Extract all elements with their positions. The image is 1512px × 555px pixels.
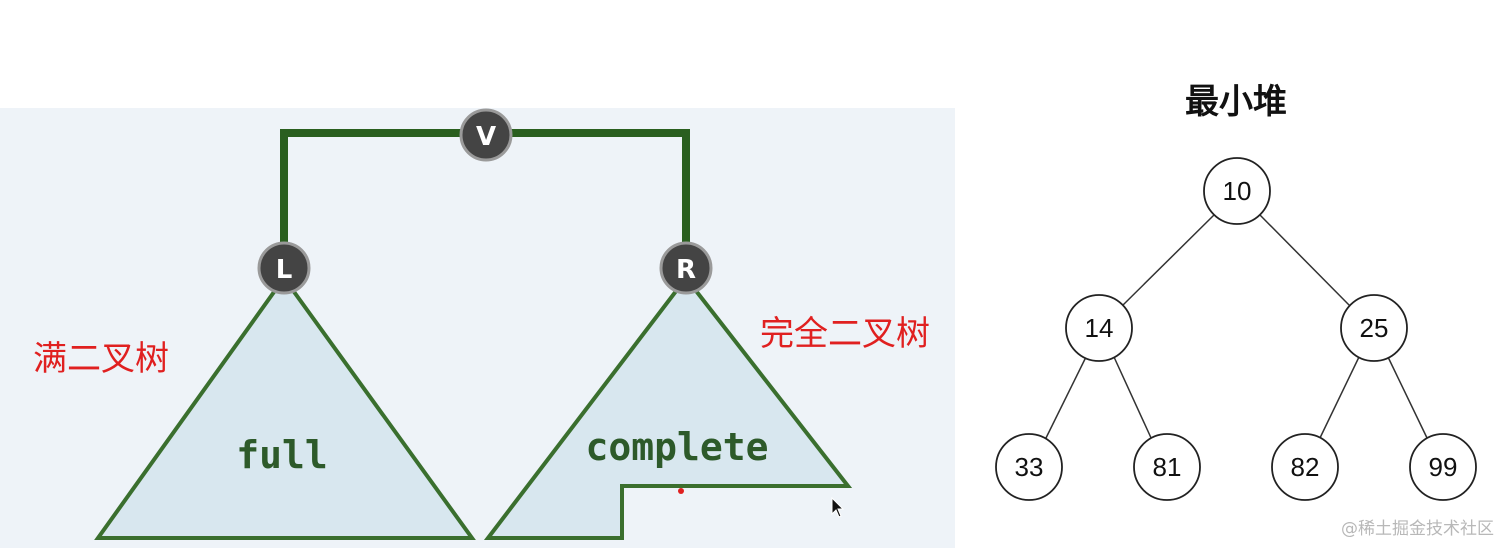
svg-text:33: 33 xyxy=(1015,452,1044,482)
watermark: @稀土掘金技术社区 xyxy=(1341,519,1494,539)
cursor-icon xyxy=(831,496,845,518)
svg-text:82: 82 xyxy=(1291,452,1320,482)
svg-text:81: 81 xyxy=(1153,452,1182,482)
heap-node: 25 xyxy=(1340,294,1408,362)
heap-node: 10 xyxy=(1203,157,1271,225)
svg-text:99: 99 xyxy=(1429,452,1458,482)
svg-text:V: V xyxy=(476,122,496,152)
svg-text:14: 14 xyxy=(1085,313,1114,343)
heap-node: 14 xyxy=(1065,294,1133,362)
heap-node: 82 xyxy=(1271,433,1339,501)
complete-binary-tree-caption: 完全二叉树 xyxy=(760,314,930,354)
heap-edges xyxy=(1044,213,1429,441)
full-binary-tree-caption: 满二叉树 xyxy=(33,339,169,379)
node-r: R xyxy=(659,241,713,295)
svg-text:25: 25 xyxy=(1360,313,1389,343)
heap-node: 81 xyxy=(1133,433,1201,501)
svg-text:10: 10 xyxy=(1223,176,1252,206)
complete-label: complete xyxy=(585,425,768,469)
red-dot xyxy=(678,488,684,494)
heap-node: 99 xyxy=(1409,433,1477,501)
complete-subtree xyxy=(483,274,853,540)
heap-node: 33 xyxy=(995,433,1063,501)
svg-text:R: R xyxy=(676,255,696,285)
heap-title: 最小堆 xyxy=(1185,82,1287,122)
node-v: V xyxy=(459,108,513,162)
svg-text:L: L xyxy=(276,255,293,285)
full-label: full xyxy=(236,433,328,477)
node-l: L xyxy=(257,241,311,295)
full-subtree xyxy=(94,274,476,540)
